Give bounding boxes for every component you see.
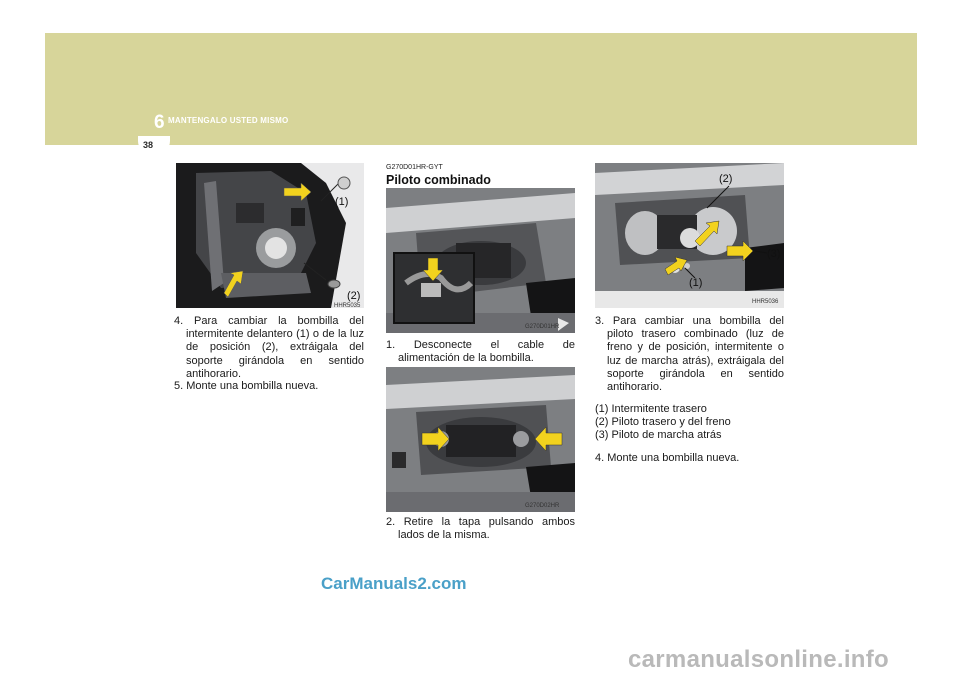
headlamp-photo: (1) (2) (176, 163, 364, 308)
rear-lamp-bulbs-photo: (2) (3) (1) (595, 163, 784, 308)
label-1: (1) (335, 196, 349, 208)
chapter-number: 6 (154, 112, 165, 133)
legend-1: (1) Intermitente trasero (595, 403, 707, 415)
image-code-2: G270D02HR (525, 503, 560, 509)
image-code: HHR5036 (752, 299, 779, 305)
watermark-left[interactable]: CarManuals2.com (321, 574, 467, 593)
label-1: (1) (689, 277, 703, 289)
step-5-text: 5. Monte una bombilla nueva. (174, 380, 319, 392)
step-3-text: 3. Para cambiar una bombilla del piloto … (595, 315, 784, 394)
label-3: (3) (767, 248, 781, 260)
taillamp-photo-1: G270D01HR (386, 188, 575, 333)
legend-2: (2) Piloto trasero y del freno (595, 416, 731, 428)
watermark-right[interactable]: carmanualsonline.info (628, 646, 890, 673)
section-heading: Piloto combinado (386, 173, 491, 187)
section-code: G270D01HR-GYT (386, 164, 443, 171)
page-number: 38 (143, 140, 154, 150)
step-1-text: 1. Desconecte el cable de alimentación d… (386, 339, 575, 365)
step-4-text-col3: 4. Monte una bombilla nueva. (595, 452, 740, 464)
taillamp-photo-2: G270D02HR (386, 367, 575, 512)
image-code-1: G270D01HR (525, 324, 560, 330)
step-2-text: 2. Retire la tapa pulsando ambos lados d… (386, 516, 575, 542)
label-2: (2) (719, 173, 733, 185)
header-band (45, 33, 917, 145)
step-4-text: 4. Para cambiar la bombilla del intermit… (174, 315, 364, 380)
page-number-tab (138, 136, 170, 155)
image-code: HHR5035 (334, 303, 361, 309)
chapter-title: MANTENGALO USTED MISMO (168, 116, 289, 125)
label-2: (2) (347, 290, 361, 302)
legend-3: (3) Piloto de marcha atrás (595, 429, 722, 441)
